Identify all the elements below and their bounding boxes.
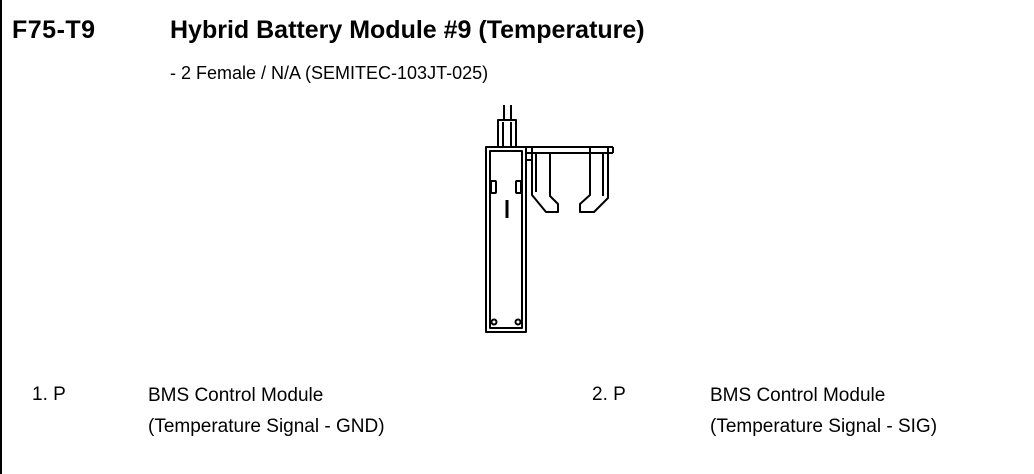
pin-2-line1: BMS Control Module [710, 385, 886, 406]
pin-2-line2: (Temperature Signal - SIG) [710, 416, 938, 437]
sensor-body [485, 146, 527, 333]
pin-2-description: BMS Control Module (Temperature Signal -… [710, 380, 937, 442]
connector-title: Hybrid Battery Module #9 (Temperature) [170, 16, 645, 44]
pin-2-number: 2. P [592, 384, 626, 405]
connector-diagram [485, 105, 614, 333]
connector-subtitle: - 2 Female / N/A (SEMITEC-103JT-025) [170, 63, 489, 83]
connector-code: F75-T9 [12, 16, 96, 44]
pin-1-number: 1. P [32, 384, 66, 405]
pin-1-line2: (Temperature Signal - GND) [148, 416, 385, 437]
clip-bracket [526, 146, 614, 213]
pin-1-line1: BMS Control Module [148, 385, 324, 406]
pin-1-description: BMS Control Module (Temperature Signal -… [148, 380, 385, 442]
